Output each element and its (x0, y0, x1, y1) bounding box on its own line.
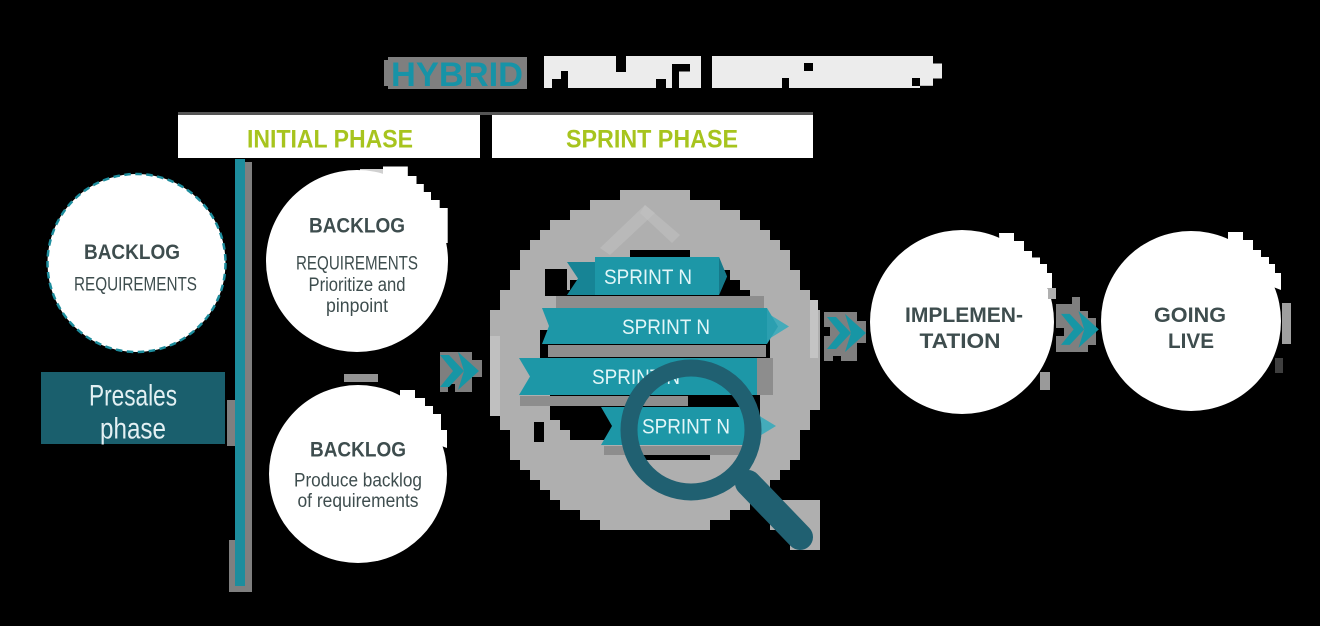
svg-text:BACKLOG: BACKLOG (310, 439, 406, 462)
svg-text:REQUIREMENTS: REQUIREMENTS (74, 275, 197, 296)
svg-text:REQUIREMENTS: REQUIREMENTS (296, 254, 418, 275)
svg-text:SPRINT N: SPRINT N (642, 416, 730, 439)
svg-text:Presales: Presales (89, 380, 177, 413)
svg-text:SPRINT PHASE: SPRINT PHASE (566, 126, 738, 154)
svg-text:INITIAL PHASE: INITIAL PHASE (247, 126, 413, 154)
svg-text:BACKLOG: BACKLOG (84, 241, 180, 264)
svg-text:SPRINT N: SPRINT N (604, 266, 692, 289)
svg-text:GOING: GOING (1154, 304, 1226, 327)
svg-text:pinpoint: pinpoint (326, 296, 389, 317)
svg-text:TATION: TATION (920, 330, 1001, 353)
svg-text:Prioritize and: Prioritize and (309, 275, 406, 296)
svg-text:BACKLOG: BACKLOG (309, 215, 405, 238)
svg-text:Produce backlog: Produce backlog (294, 471, 422, 492)
svg-text:SPRINT N: SPRINT N (622, 316, 710, 339)
svg-text:of requirements: of requirements (298, 491, 419, 512)
svg-text:HYBRID: HYBRID (391, 56, 523, 94)
svg-text:phase: phase (100, 413, 166, 446)
svg-text:IMPLEMEN-: IMPLEMEN- (905, 304, 1023, 327)
svg-text:LIVE: LIVE (1168, 330, 1214, 353)
